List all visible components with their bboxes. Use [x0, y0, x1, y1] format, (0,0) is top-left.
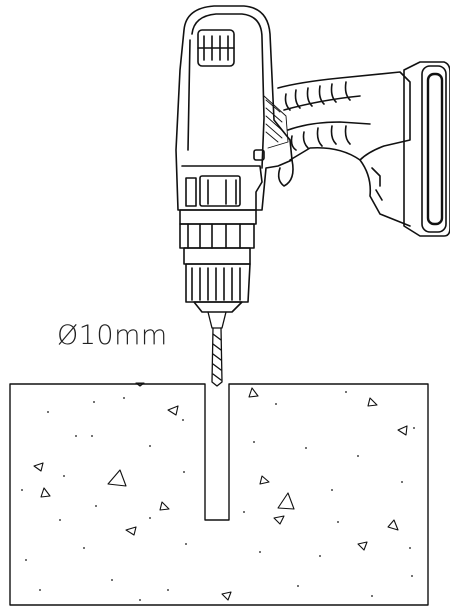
vent-grille-icon [197, 29, 235, 67]
drill-handle [277, 71, 411, 227]
cordless-drill-icon [175, 5, 293, 211]
rubber-grip-hatch [263, 95, 289, 149]
drill-bit [207, 311, 227, 387]
concrete-aggregate [33, 382, 408, 601]
drill-chuck [179, 209, 257, 313]
concrete-block [9, 383, 429, 606]
drill-bit-diameter-label: Ø10mm [57, 320, 168, 351]
battery-pack-icon [403, 61, 450, 237]
concrete-dots [21, 391, 415, 601]
